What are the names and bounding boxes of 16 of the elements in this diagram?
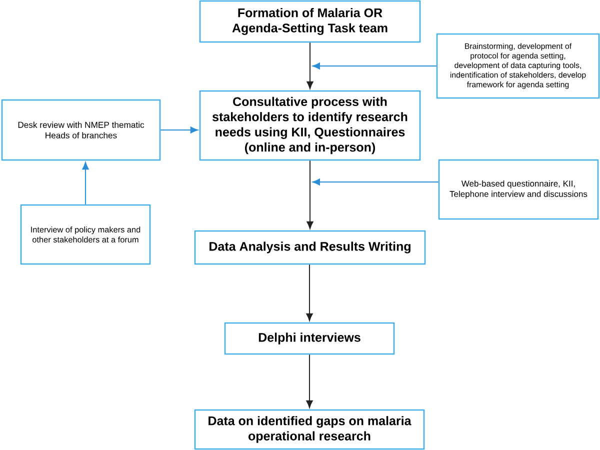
process-box: Data on identified gaps on malaria operational research bbox=[194, 409, 425, 450]
arrow bbox=[312, 62, 437, 70]
note-box: Web-based questionnaire, KII, Telephone interview and discussions bbox=[438, 159, 599, 220]
arrow bbox=[306, 42, 314, 89]
arrow bbox=[306, 354, 313, 408]
note-box: Desk review with NMEP thematic Heads of branches bbox=[1, 99, 161, 161]
arrow bbox=[160, 126, 198, 134]
arrow bbox=[306, 160, 314, 229]
note-box: Interview of policy makers and other stakeholders at a forum bbox=[20, 204, 151, 265]
process-box: Consultative process with stakeholders to identify research needs using KII, Questionnaires (online and in-person) bbox=[199, 90, 421, 161]
arrow bbox=[82, 162, 89, 205]
arrow bbox=[306, 264, 313, 321]
process-box: Delphi interviews bbox=[224, 322, 395, 355]
arrow bbox=[312, 178, 439, 186]
process-box: Data Analysis and Results Writing bbox=[194, 230, 426, 265]
process-box: Formation of Malaria OR Agenda-Setting Task team bbox=[199, 0, 421, 43]
